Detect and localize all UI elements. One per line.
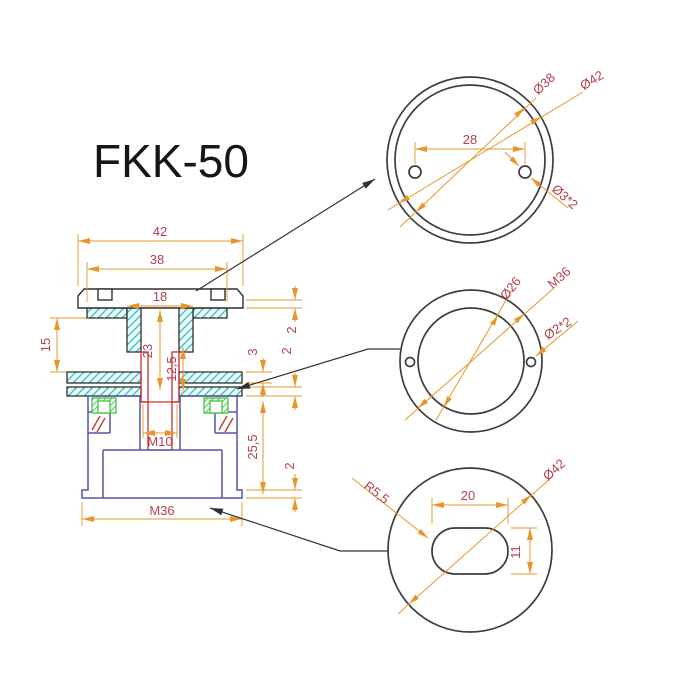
dim-label-dia38: Ø38 — [530, 70, 558, 98]
slot — [431, 527, 509, 575]
dim-label-r5-5: R5,5 — [361, 478, 392, 507]
inner-circle-middle — [417, 307, 525, 415]
dim-label-42: 42 — [153, 224, 167, 239]
detail-view-bottom: 20 11 R5,5 Ø42 — [351, 456, 568, 633]
top-plate — [77, 288, 244, 309]
leader-arrows — [195, 176, 400, 552]
outer-circle-top — [386, 76, 554, 244]
dim-label-m10: M10 — [147, 434, 172, 449]
dim-label-38: 38 — [150, 252, 164, 267]
lower-body — [81, 395, 243, 499]
dim-label-12-5: 12,5 — [164, 356, 179, 381]
dim-label-2-mid: 2 — [279, 347, 294, 354]
top-plate-notch-left — [97, 288, 113, 301]
dim-label-m36-middle: M36 — [545, 264, 574, 292]
dim-label-dia26: Ø26 — [497, 274, 524, 303]
dim-label-25-5: 25,5 — [245, 434, 260, 459]
hole-left-middle — [404, 356, 416, 368]
seal-rings — [91, 397, 229, 414]
hole-right-middle — [525, 356, 537, 368]
detail-view-top: 28 Ø38 Ø42 Ø3*2 — [386, 67, 606, 244]
dim-label-23: 23 — [140, 344, 155, 358]
dim-label-m36: M36 — [149, 503, 174, 518]
dim-label-2-bottom: 2 — [282, 462, 297, 469]
section-view: 42 38 18 15 23 12,5 M10 M36 2 — [38, 224, 302, 526]
dim-label-2-top: 2 — [284, 326, 299, 333]
outer-circle-middle — [399, 289, 543, 433]
outer-circle-bottom — [387, 467, 553, 633]
dim-label-3: 3 — [245, 348, 260, 355]
dim-label-20: 20 — [461, 488, 475, 503]
hole-right — [518, 165, 532, 179]
dim-label-15: 15 — [38, 338, 53, 352]
dim-label-11: 11 — [508, 545, 523, 559]
detail-view-middle: Ø26 M36 Ø2*2 — [399, 264, 579, 433]
inner-circle-top — [394, 84, 546, 236]
hole-left — [408, 165, 422, 179]
dim-label-dia42-top: Ø42 — [577, 67, 606, 93]
dim-label-dia42-bottom: Ø42 — [540, 456, 568, 484]
dim-label-18: 18 — [153, 289, 167, 304]
threaded-insert — [91, 351, 234, 451]
part-number-title: FKK-50 — [93, 135, 249, 187]
dim-label-28: 28 — [463, 132, 477, 147]
section-dimensions: 42 38 18 15 23 12,5 M10 M36 2 — [38, 224, 302, 526]
top-plate-notch-right — [210, 288, 226, 301]
